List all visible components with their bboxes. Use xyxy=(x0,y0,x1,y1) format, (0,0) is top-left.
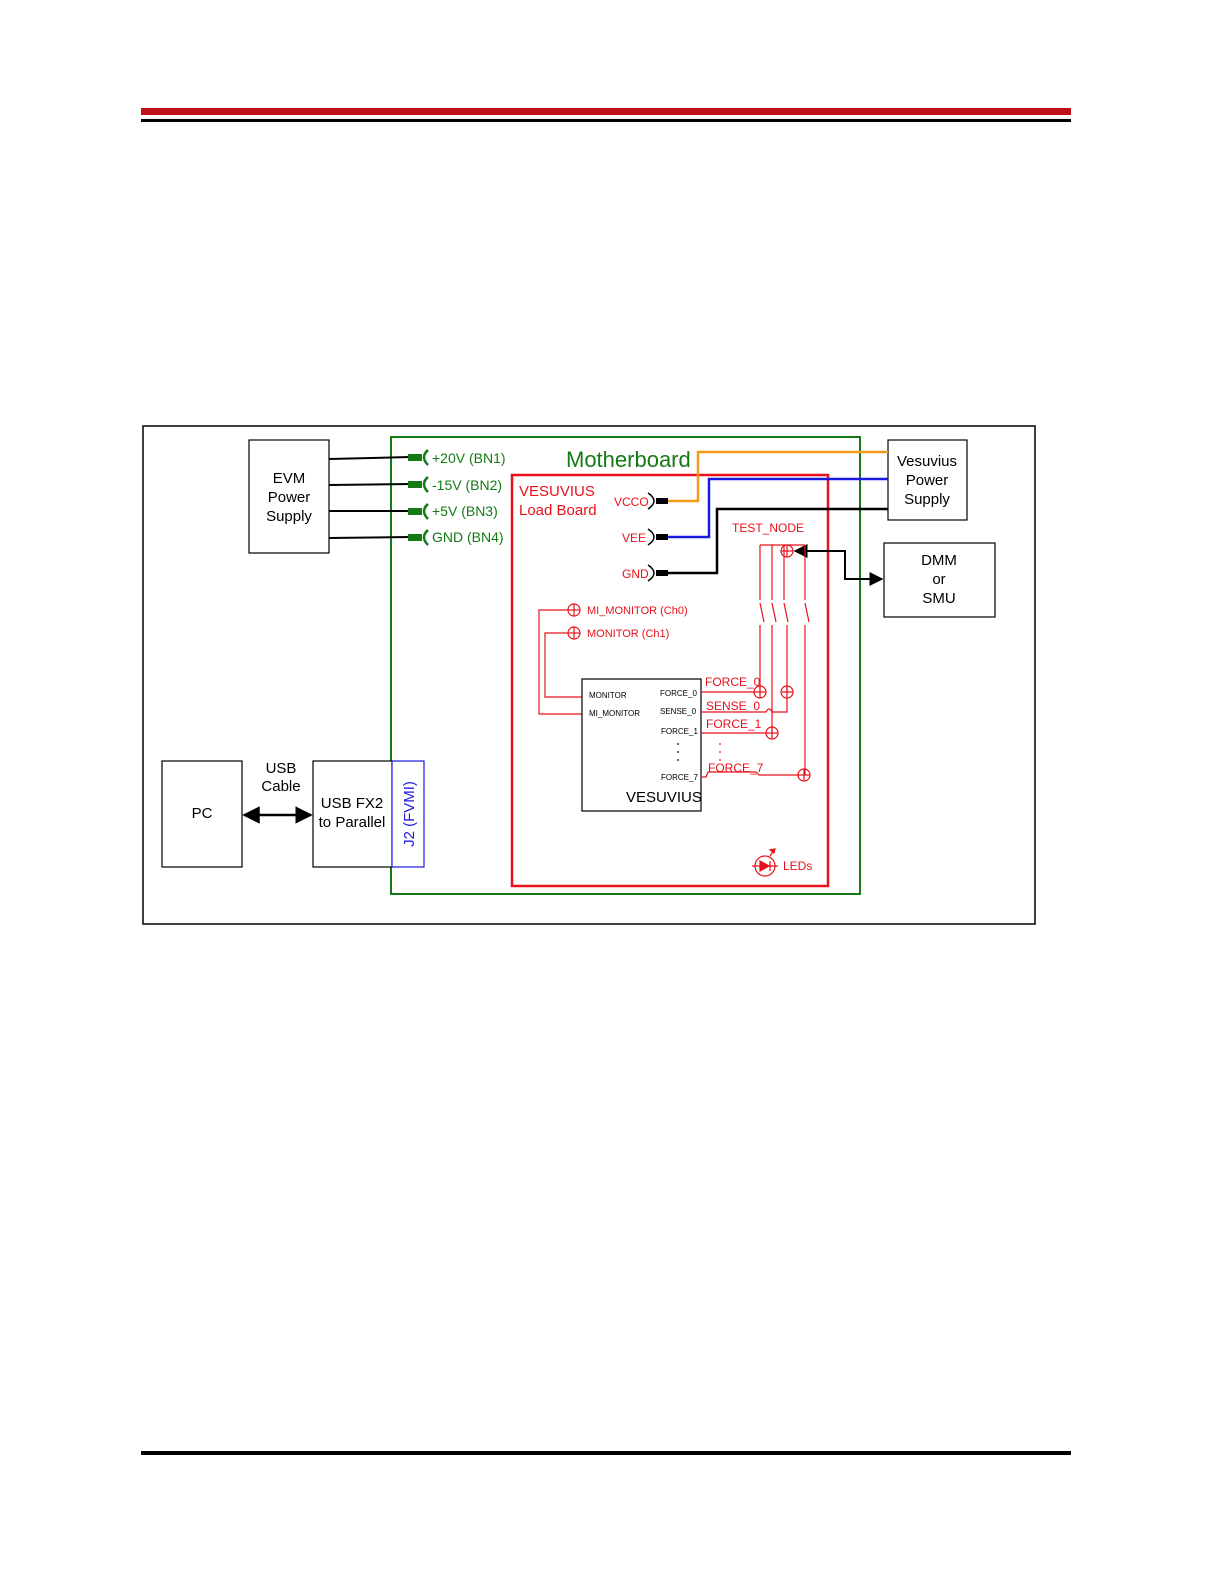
chip-pin-force7: FORCE_7 xyxy=(661,773,698,782)
gnd-wire xyxy=(663,507,888,575)
force1-point xyxy=(765,726,779,740)
evm-ps-line1: EVM xyxy=(273,470,306,487)
vesuvius-chip: MONITOR MI_MONITOR FORCE_0 SENSE_0 FORCE… xyxy=(581,678,702,812)
gnd-label: GND xyxy=(622,567,649,581)
vee-connector: VEE xyxy=(622,528,668,546)
banana-jack-bn3: +5V (BN3) xyxy=(408,503,498,520)
vesuvius-power-supply: Vesuvius Power Supply xyxy=(887,439,968,521)
dmm-line2: or xyxy=(932,571,945,588)
mi-monitor-point xyxy=(567,603,581,617)
sense0-point xyxy=(780,685,794,699)
vcco-label: VCCO xyxy=(614,495,649,509)
banana-jack-bn4: GND (BN4) xyxy=(408,529,504,546)
vee-wire xyxy=(663,477,888,539)
monitor-point xyxy=(567,626,581,640)
chip-pin-sense0: SENSE_0 xyxy=(660,707,697,716)
dmm-line3: SMU xyxy=(922,590,955,607)
header-red-rule xyxy=(141,108,1071,115)
evm-power-supply: EVM Power Supply xyxy=(248,439,330,554)
banana-jack-bn2: -15V (BN2) xyxy=(408,476,502,493)
evm-ps-line2: Power xyxy=(268,489,311,506)
mi-monitor-label: MI_MONITOR (Ch0) xyxy=(587,605,688,617)
pc-label: PC xyxy=(192,805,213,822)
dmm-link-arrow xyxy=(793,544,884,586)
usb-cable-line1: USB xyxy=(266,760,297,777)
bn2-label: -15V (BN2) xyxy=(432,477,502,493)
usb-fx2-line2: to Parallel xyxy=(319,814,386,831)
usb-fx2-line1: USB FX2 xyxy=(321,795,384,812)
chip-pin-mi-monitor: MI_MONITOR xyxy=(589,709,640,718)
chip-name: VESUVIUS xyxy=(626,789,702,806)
chip-pin-force0: FORCE_0 xyxy=(660,689,697,698)
bn4-label: GND (BN4) xyxy=(432,529,504,545)
vps-line2: Power xyxy=(906,472,949,489)
j2-connector: J2 (FVMI) xyxy=(391,760,425,868)
net-sense0-label: SENSE_0 xyxy=(706,699,760,713)
net-force7-label: FORCE_7 xyxy=(708,761,764,775)
test-node-point xyxy=(780,544,794,558)
vps-line1: Vesuvius xyxy=(897,453,957,470)
header-black-rule xyxy=(141,119,1071,122)
usb-fx2-box: USB FX2 to Parallel xyxy=(312,760,393,868)
dmm-line1: DMM xyxy=(921,552,957,569)
net-ellipsis xyxy=(719,743,721,761)
loadboard-label-line2: Load Board xyxy=(519,502,597,519)
leds-label: LEDs xyxy=(783,859,812,873)
motherboard-label: Motherboard xyxy=(566,447,691,472)
j2-label: J2 (FVMI) xyxy=(401,781,418,847)
net-force1-label: FORCE_1 xyxy=(706,717,762,731)
loadboard-label-line1: VESUVIUS xyxy=(519,483,595,500)
vps-line3: Supply xyxy=(904,491,950,508)
evm-ps-line3: Supply xyxy=(266,508,312,525)
bn3-label: +5V (BN3) xyxy=(432,503,498,519)
force7-point xyxy=(797,768,811,782)
test-node-label: TEST_NODE xyxy=(732,521,804,535)
loadboard-box xyxy=(510,473,830,888)
vcco-connector: VCCO xyxy=(614,492,668,510)
net-force0-label: FORCE_0 xyxy=(705,675,761,689)
figure-frame xyxy=(142,425,1036,925)
monitor-label: MONITOR (Ch1) xyxy=(587,628,669,640)
banana-jack-bn1: +20V (BN1) xyxy=(408,449,506,466)
relay-matrix xyxy=(759,544,810,775)
led-icon xyxy=(752,848,778,877)
bn1-label: +20V (BN1) xyxy=(432,450,506,466)
dmm-smu-box: DMM or SMU xyxy=(883,542,996,618)
chip-pin-force1: FORCE_1 xyxy=(661,727,698,736)
gnd-connector: GND xyxy=(622,564,668,582)
footer-black-rule xyxy=(141,1451,1071,1455)
vcco-wire xyxy=(663,450,888,503)
pc-box: PC xyxy=(161,760,243,868)
evm-supply-wires xyxy=(328,456,411,539)
vee-label: VEE xyxy=(622,531,646,545)
motherboard-box xyxy=(390,436,861,895)
monitor-wires xyxy=(538,609,582,715)
chip-pin-monitor: MONITOR xyxy=(589,691,627,700)
usb-cable-line2: Cable xyxy=(261,778,300,795)
force-sense-nets xyxy=(701,691,798,778)
